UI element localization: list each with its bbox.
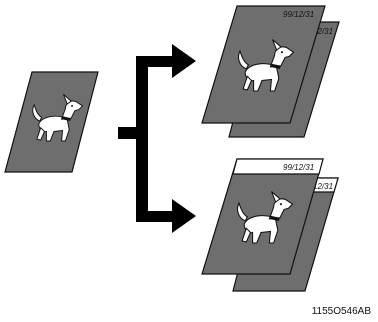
branch-arrow <box>118 44 196 233</box>
top-back-stamp: 12/31 <box>313 27 333 36</box>
bottom-front-band <box>232 158 324 175</box>
bottom-front-stamp: 99/12/31 <box>283 163 314 172</box>
figure-code: 1155O546AB <box>312 306 372 317</box>
arrow-stem <box>118 127 136 139</box>
top-output-set: 12/31 99/12/31 <box>201 5 340 138</box>
arrow-spine <box>136 56 148 222</box>
arrow-bottom-shaft <box>148 211 174 222</box>
arrow-icon <box>172 44 196 78</box>
arrow-top-shaft <box>148 56 174 67</box>
top-front-stamp: 99/12/31 <box>283 10 314 19</box>
bottom-output-set: 12/31 99/12/31 <box>201 158 339 292</box>
arrow-icon <box>172 199 196 233</box>
original-sheet <box>4 71 99 173</box>
bottom-back-stamp: 12/31 <box>313 182 333 191</box>
